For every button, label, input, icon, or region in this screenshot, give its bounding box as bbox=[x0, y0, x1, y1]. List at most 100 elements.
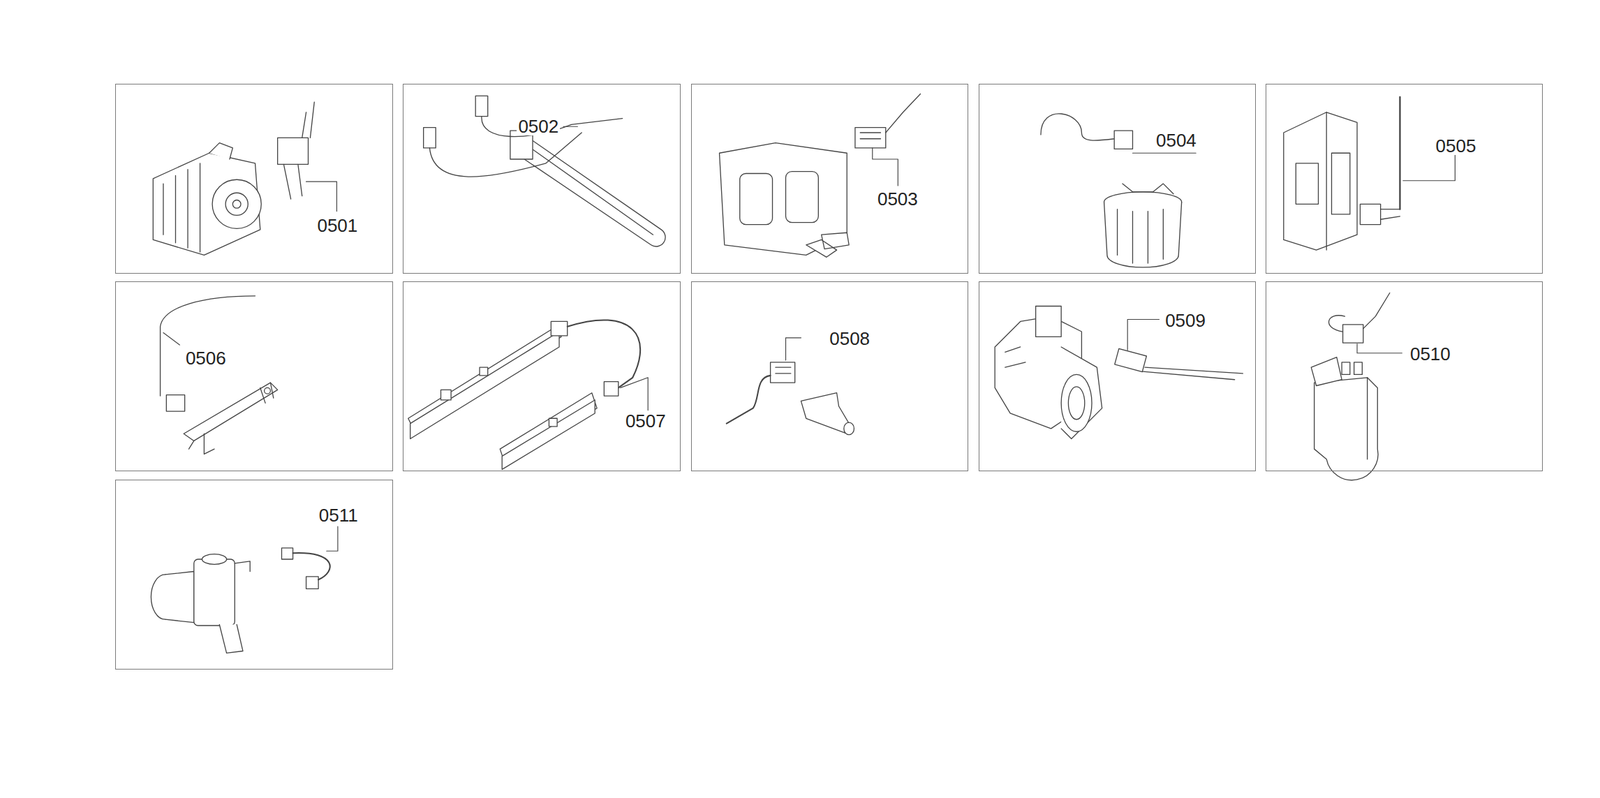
illustration-path bbox=[1329, 292, 1390, 332]
callout-number: 0506 bbox=[184, 349, 228, 368]
illustration-polyline bbox=[620, 377, 648, 411]
illustration-path bbox=[293, 552, 331, 580]
bracket-drawing bbox=[160, 295, 278, 455]
illustration-path bbox=[188, 382, 273, 454]
part-panel: 0507 bbox=[402, 281, 681, 472]
part-panel: 0511 bbox=[115, 479, 394, 670]
illustration-rect bbox=[1354, 362, 1363, 375]
part-panel: 0509 bbox=[978, 281, 1257, 472]
illustration-path bbox=[1117, 209, 1164, 264]
illustration-rect bbox=[475, 95, 488, 116]
illustration-path bbox=[1104, 201, 1182, 268]
pump-drawing bbox=[994, 305, 1243, 439]
illustration-rect bbox=[1343, 324, 1364, 343]
illustration-path bbox=[775, 367, 791, 374]
illustration-rect bbox=[770, 362, 796, 383]
callout-number: 0509 bbox=[1163, 311, 1207, 330]
illustration-path bbox=[1366, 377, 1368, 460]
module-drawing bbox=[1283, 97, 1456, 250]
illustration-polyline bbox=[1132, 152, 1196, 154]
illustration-rect bbox=[277, 137, 309, 165]
illustration-ellipse bbox=[843, 422, 855, 435]
illustration-rect bbox=[194, 559, 235, 626]
illustration-rect bbox=[1331, 152, 1351, 215]
callout-number: 0508 bbox=[827, 329, 872, 348]
part-panel: 0506 bbox=[115, 281, 394, 472]
illustration-rect bbox=[479, 367, 488, 376]
illustration-path bbox=[209, 143, 234, 160]
illustration-polyline bbox=[1357, 344, 1402, 354]
illustration-path bbox=[152, 152, 260, 255]
illustration-path bbox=[219, 624, 243, 654]
illustration-path bbox=[1380, 209, 1401, 220]
part-panel: 0504 bbox=[978, 83, 1257, 274]
illustration-path bbox=[806, 232, 849, 257]
illustration-path bbox=[1283, 112, 1358, 250]
illustration-path bbox=[1310, 357, 1342, 387]
valve-drawing bbox=[150, 526, 338, 653]
illustration-circle bbox=[225, 192, 248, 216]
part-panel: 0502 bbox=[402, 83, 681, 274]
illustration-polyline bbox=[1403, 154, 1456, 181]
illustration-path bbox=[1314, 377, 1379, 481]
illustration-path bbox=[860, 132, 881, 139]
illustration-path bbox=[1005, 346, 1026, 368]
illustration-rect bbox=[1035, 305, 1062, 337]
illustration-circle bbox=[212, 179, 262, 229]
illustration-rect bbox=[423, 127, 437, 148]
illustration-circle bbox=[232, 199, 241, 209]
part-panel: 0503 bbox=[691, 83, 969, 274]
illustration-rect bbox=[166, 395, 185, 412]
heater-drawing bbox=[423, 95, 666, 247]
callout-number: 0501 bbox=[315, 216, 359, 235]
part-panel: 0505 bbox=[1265, 83, 1544, 274]
callout-number: 0510 bbox=[1408, 344, 1453, 364]
illustration-rect bbox=[786, 171, 819, 223]
illustration-path bbox=[1040, 113, 1115, 141]
illustration-path bbox=[501, 400, 595, 470]
illustration-path bbox=[234, 561, 250, 572]
part-panel: 0508 bbox=[691, 281, 969, 472]
illustration-line bbox=[163, 332, 180, 345]
illustration-polyline bbox=[306, 181, 338, 211]
illustration-polyline bbox=[326, 526, 338, 551]
illustration-rect bbox=[1295, 163, 1318, 204]
illustration-ellipse bbox=[1061, 374, 1092, 432]
illustration-rect bbox=[548, 418, 558, 427]
callout-number: 0503 bbox=[876, 189, 920, 209]
callout-number: 0502 bbox=[516, 117, 560, 136]
illustration-path bbox=[885, 93, 921, 133]
sensor-drawing bbox=[726, 337, 855, 435]
illustration-path bbox=[283, 101, 315, 199]
illustration-path bbox=[163, 163, 201, 253]
illustration-path bbox=[1061, 346, 1102, 440]
illustration-path bbox=[1142, 367, 1243, 380]
illustration-path bbox=[515, 135, 666, 247]
illustration-path bbox=[567, 319, 641, 388]
illustration-polyline bbox=[872, 147, 899, 186]
illustration-rect bbox=[1359, 203, 1381, 225]
illustration-path bbox=[165, 571, 195, 623]
illustration-ellipse bbox=[1068, 386, 1085, 420]
double-valve-drawing bbox=[719, 93, 921, 257]
illustration-path bbox=[429, 116, 622, 177]
motor-drawing bbox=[152, 101, 337, 255]
illustration-rect bbox=[281, 547, 293, 560]
part-panel: 0510 bbox=[1265, 281, 1544, 472]
illustration-rect bbox=[855, 127, 886, 148]
illustration-rect bbox=[739, 173, 773, 225]
illustration-rect bbox=[603, 381, 618, 396]
part-panel: 0501 bbox=[115, 83, 394, 274]
callout-number: 0507 bbox=[624, 411, 668, 431]
illustration-path bbox=[1398, 97, 1401, 210]
illustration-path bbox=[183, 382, 278, 441]
illustration-rect bbox=[1114, 348, 1147, 372]
illustration-path bbox=[1122, 183, 1174, 195]
illustration-rect bbox=[1114, 130, 1133, 149]
illustration-ellipse bbox=[201, 554, 227, 565]
illustration-g bbox=[150, 93, 1455, 653]
illustration-rect bbox=[1341, 362, 1351, 375]
illustration-path bbox=[726, 375, 771, 424]
